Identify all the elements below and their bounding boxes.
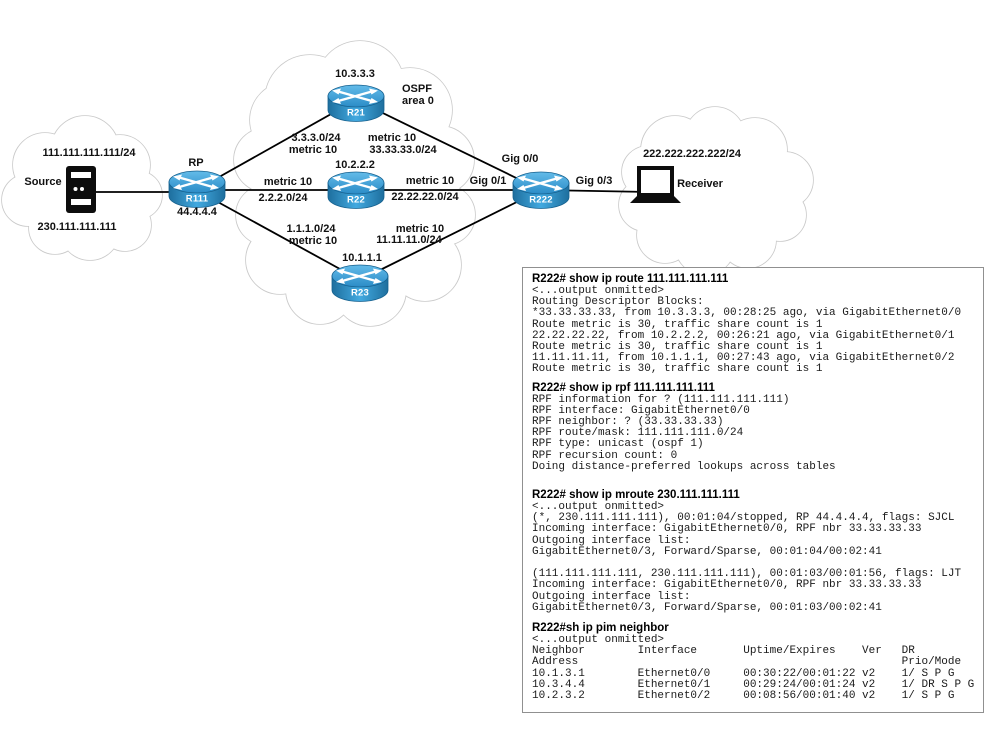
link-r22-r222-subnet: 22.22.22.0/24 (391, 191, 459, 203)
link-r111-r21-subnet: 3.3.3.0/24 (291, 132, 341, 144)
link-r111-r21-metric: metric 10 (288, 144, 338, 156)
router-label-r222: R222 (529, 194, 553, 206)
link-r21-r222-metric: metric 10 (367, 132, 417, 144)
link-r21-r222 (355, 99, 542, 191)
server-icon (66, 166, 96, 213)
ospf-area-label: OSPF area 0 (402, 83, 434, 107)
router-label-r21: R21 (346, 107, 366, 119)
ospf-line2: area 0 (402, 94, 434, 107)
link-r111-r23-subnet: 1.1.1.0/24 (286, 223, 336, 235)
cli-command: R222#sh ip pim neighbor (532, 622, 669, 635)
cli-output-panel: R222# show ip route 111.111.111.111 <...… (522, 267, 984, 713)
receiver-host-label: Receiver (677, 178, 723, 190)
cli-output: <...output onmitted> (*, 230.111.111.111… (532, 501, 962, 614)
topology-links (82, 99, 651, 281)
link-r23-r222-subnet: 11.11.11.0/24 (376, 234, 442, 246)
router-label-r111: R111 (185, 193, 209, 205)
gig03-label: Gig 0/3 (575, 175, 613, 187)
cli-section-show-ip-mroute: R222# show ip mroute 230.111.111.111 <..… (532, 489, 977, 614)
r23-ip-label: 10.1.1.1 (342, 252, 382, 264)
r21-ip-label: 10.3.3.3 (335, 68, 375, 80)
laptop-icon (630, 166, 681, 203)
link-r23-r222 (359, 189, 542, 281)
link-r111-r23-metric: metric 10 (288, 235, 338, 247)
cli-section-show-ip-pim-neighbor: R222#sh ip pim neighbor <...output onmit… (532, 622, 977, 702)
link-r111-r21 (195, 99, 357, 191)
source-subnet-label: 111.111.111.111/24 (42, 147, 136, 159)
cli-section-show-ip-rpf: R222# show ip rpf 111.111.111.111 RPF in… (532, 382, 977, 473)
source-host-label: Source (24, 176, 62, 188)
router-label-r22: R22 (346, 194, 366, 206)
link-r111-r22-subnet: 2.2.2.0/24 (258, 192, 308, 204)
gig00-label: Gig 0/0 (501, 153, 539, 165)
ospf-line1: OSPF (402, 83, 432, 95)
cli-command: R222# show ip mroute 230.111.111.111 (532, 489, 740, 502)
cli-command: R222# show ip rpf 111.111.111.111 (532, 381, 715, 394)
r111-loopback-label: 44.4.4.4 (177, 206, 217, 218)
link-r111-r22-metric: metric 10 (263, 176, 313, 188)
cli-command: R222# show ip route 111.111.111.111 (532, 273, 729, 285)
link-r21-r222-subnet: 33.33.33.0/24 (369, 144, 437, 156)
cli-output: <...output onmitted> Neighbor Interface … (532, 634, 975, 703)
multicast-group-label: 230.111.111.111 (37, 221, 117, 233)
r22-ip-label: 10.2.2.2 (335, 159, 375, 171)
link-r111-r23 (195, 189, 361, 281)
gig01-label: Gig 0/1 (469, 175, 507, 187)
receiver-subnet-label: 222.222.222.222/24 (643, 148, 741, 160)
cli-section-show-ip-route: R222# show ip route 111.111.111.111 <...… (532, 273, 977, 376)
rp-label: RP (188, 157, 204, 169)
link-r22-r222-metric: metric 10 (405, 175, 455, 187)
router-label-r23: R23 (350, 287, 370, 299)
link-r23-r222-metric: metric 10 (395, 223, 445, 235)
cli-output: <...output onmitted> Routing Descriptor … (532, 285, 962, 376)
cli-output: RPF information for ? (111.111.111.111) … (532, 393, 836, 473)
